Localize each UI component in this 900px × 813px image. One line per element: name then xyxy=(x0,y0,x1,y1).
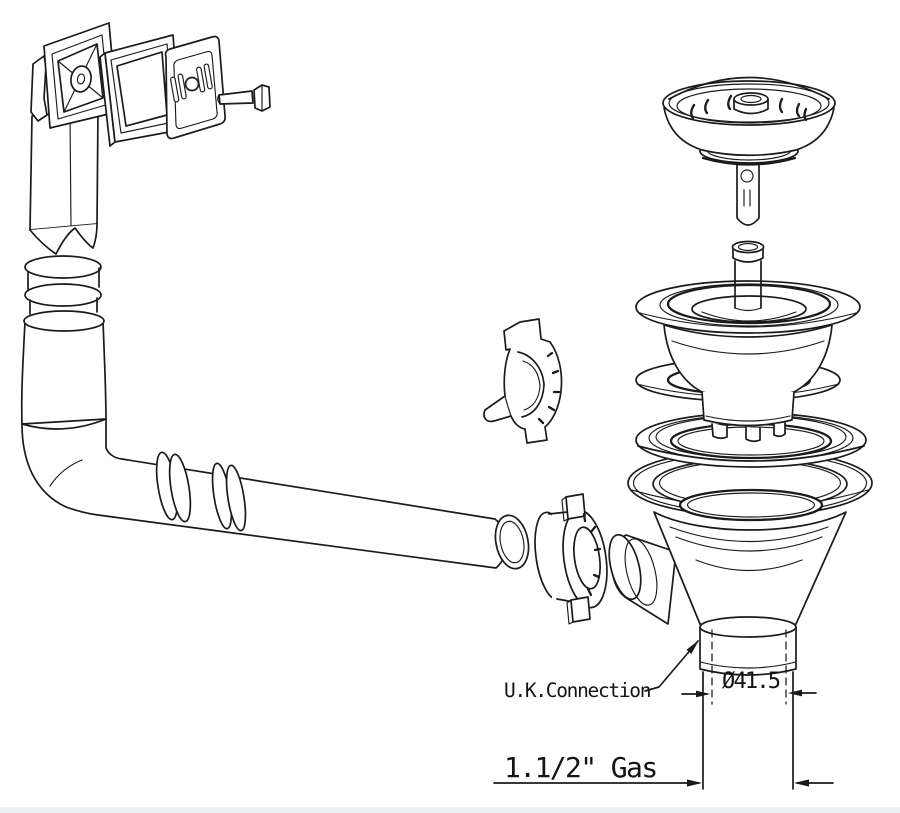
funnel-throat-inner xyxy=(686,492,816,518)
uk-connection-label: U.K.Connection xyxy=(504,679,650,702)
nut-opening xyxy=(573,526,601,590)
stem-hole xyxy=(740,169,754,183)
plate-slot-4 xyxy=(203,63,213,90)
overflow-hose xyxy=(20,109,530,570)
overflow-cover-plate xyxy=(164,35,226,140)
clip-outline xyxy=(483,318,563,444)
sleeve-top xyxy=(23,310,105,332)
clip-inner-arc xyxy=(517,351,545,418)
screw-shaft xyxy=(218,90,254,105)
basket-dome xyxy=(668,76,830,100)
clip-ticks xyxy=(537,351,561,425)
body-interior-arc xyxy=(701,311,797,322)
pipe-rib-2 xyxy=(168,453,192,523)
diameter-arrow-right xyxy=(788,689,802,697)
tube-walls xyxy=(734,260,762,309)
scan-edge xyxy=(0,807,900,813)
hose-sleeve xyxy=(20,319,107,425)
collar-top xyxy=(699,616,797,638)
clip-inner-arc-2 xyxy=(522,360,541,411)
uk-connection-leader xyxy=(644,640,699,692)
plate-slot-3 xyxy=(196,66,206,93)
basket-face-ring xyxy=(676,88,822,124)
drain-body-funnel xyxy=(608,511,847,790)
gas-arrow-left xyxy=(687,779,702,787)
basket-ring-depth xyxy=(701,156,797,166)
nut-ear-top xyxy=(565,493,586,520)
basket-stem xyxy=(736,157,760,226)
clip-flap-line xyxy=(504,395,512,417)
basket-knob-top xyxy=(733,92,769,106)
body-skirt xyxy=(701,391,795,427)
strainer-basket xyxy=(662,76,836,226)
diameter-extension-lines xyxy=(711,629,787,705)
funnel-cone xyxy=(653,511,847,632)
gas-arrow-right xyxy=(794,779,809,787)
body-opening xyxy=(691,295,807,323)
uk-connection-arrowhead xyxy=(686,640,699,654)
pipe-end-inner xyxy=(499,520,525,564)
stem-ticks xyxy=(743,189,751,207)
plate-hole xyxy=(184,76,200,92)
dimensions: U.K.Connection Ø41.5 1.1/2" Gas xyxy=(493,629,834,787)
collar-inner-arc xyxy=(699,661,797,669)
body-flange-ring-bold xyxy=(666,283,832,325)
retaining-clip xyxy=(483,318,563,444)
pipe-end-outer xyxy=(494,514,530,570)
hose-ring-1 xyxy=(24,255,102,279)
overflow-duct xyxy=(29,109,99,231)
collar xyxy=(699,626,797,676)
frame-hub xyxy=(70,65,92,93)
tube-cap-top xyxy=(731,240,765,254)
body-skirt-line xyxy=(705,415,791,422)
neck-walls-2 xyxy=(29,297,98,315)
thread-size-label: 1.1/2" Gas xyxy=(504,751,657,784)
inlet-stub-end xyxy=(608,533,642,601)
duct-edge xyxy=(69,112,72,228)
plate-slot-1 xyxy=(170,76,180,103)
hose-ring-2 xyxy=(24,283,102,307)
basket-knob-inner xyxy=(740,94,762,104)
duct-transition xyxy=(29,223,98,255)
sleeve-bottom-arc xyxy=(21,418,107,430)
elbow-crease xyxy=(49,459,83,487)
nut-ear-top-side xyxy=(561,496,569,522)
tube-cap-opening xyxy=(737,243,759,251)
overflow-screw xyxy=(217,84,271,112)
funnel-throat xyxy=(678,488,824,522)
outlet-pipe xyxy=(702,671,794,790)
funnel-band-lines xyxy=(669,526,829,571)
screw-tip xyxy=(217,94,221,105)
body-tab-1 xyxy=(711,423,728,440)
inlet-stub-band xyxy=(624,538,658,606)
body-tab-2 xyxy=(745,426,761,443)
neck-walls-1 xyxy=(27,267,100,291)
tube-base-arc xyxy=(734,307,762,312)
nut-ear-bottom-side xyxy=(566,599,574,625)
overflow-nut xyxy=(534,493,608,625)
body-bowl xyxy=(663,324,833,399)
drain-flange xyxy=(627,449,873,522)
body-tab-3 xyxy=(773,422,786,438)
nut-knurl-ticks xyxy=(582,512,602,597)
seal-opening-inner xyxy=(677,426,825,456)
diameter-arrow-left xyxy=(696,690,710,698)
plate-slot-2 xyxy=(177,73,187,100)
plate-pad xyxy=(173,50,218,130)
body-bowl-band xyxy=(671,340,825,355)
basket-rim-2 xyxy=(668,83,830,123)
nut-ear-bottom xyxy=(570,596,591,623)
frame-hub-hole xyxy=(76,73,86,85)
hose-elbow xyxy=(21,418,508,569)
inner-diameter-label: Ø41.5 xyxy=(722,669,780,694)
strainer-body xyxy=(635,240,861,443)
body-flange-depth xyxy=(639,312,857,328)
pipe-rib-4 xyxy=(225,464,247,532)
overflow-gasket xyxy=(99,34,181,147)
